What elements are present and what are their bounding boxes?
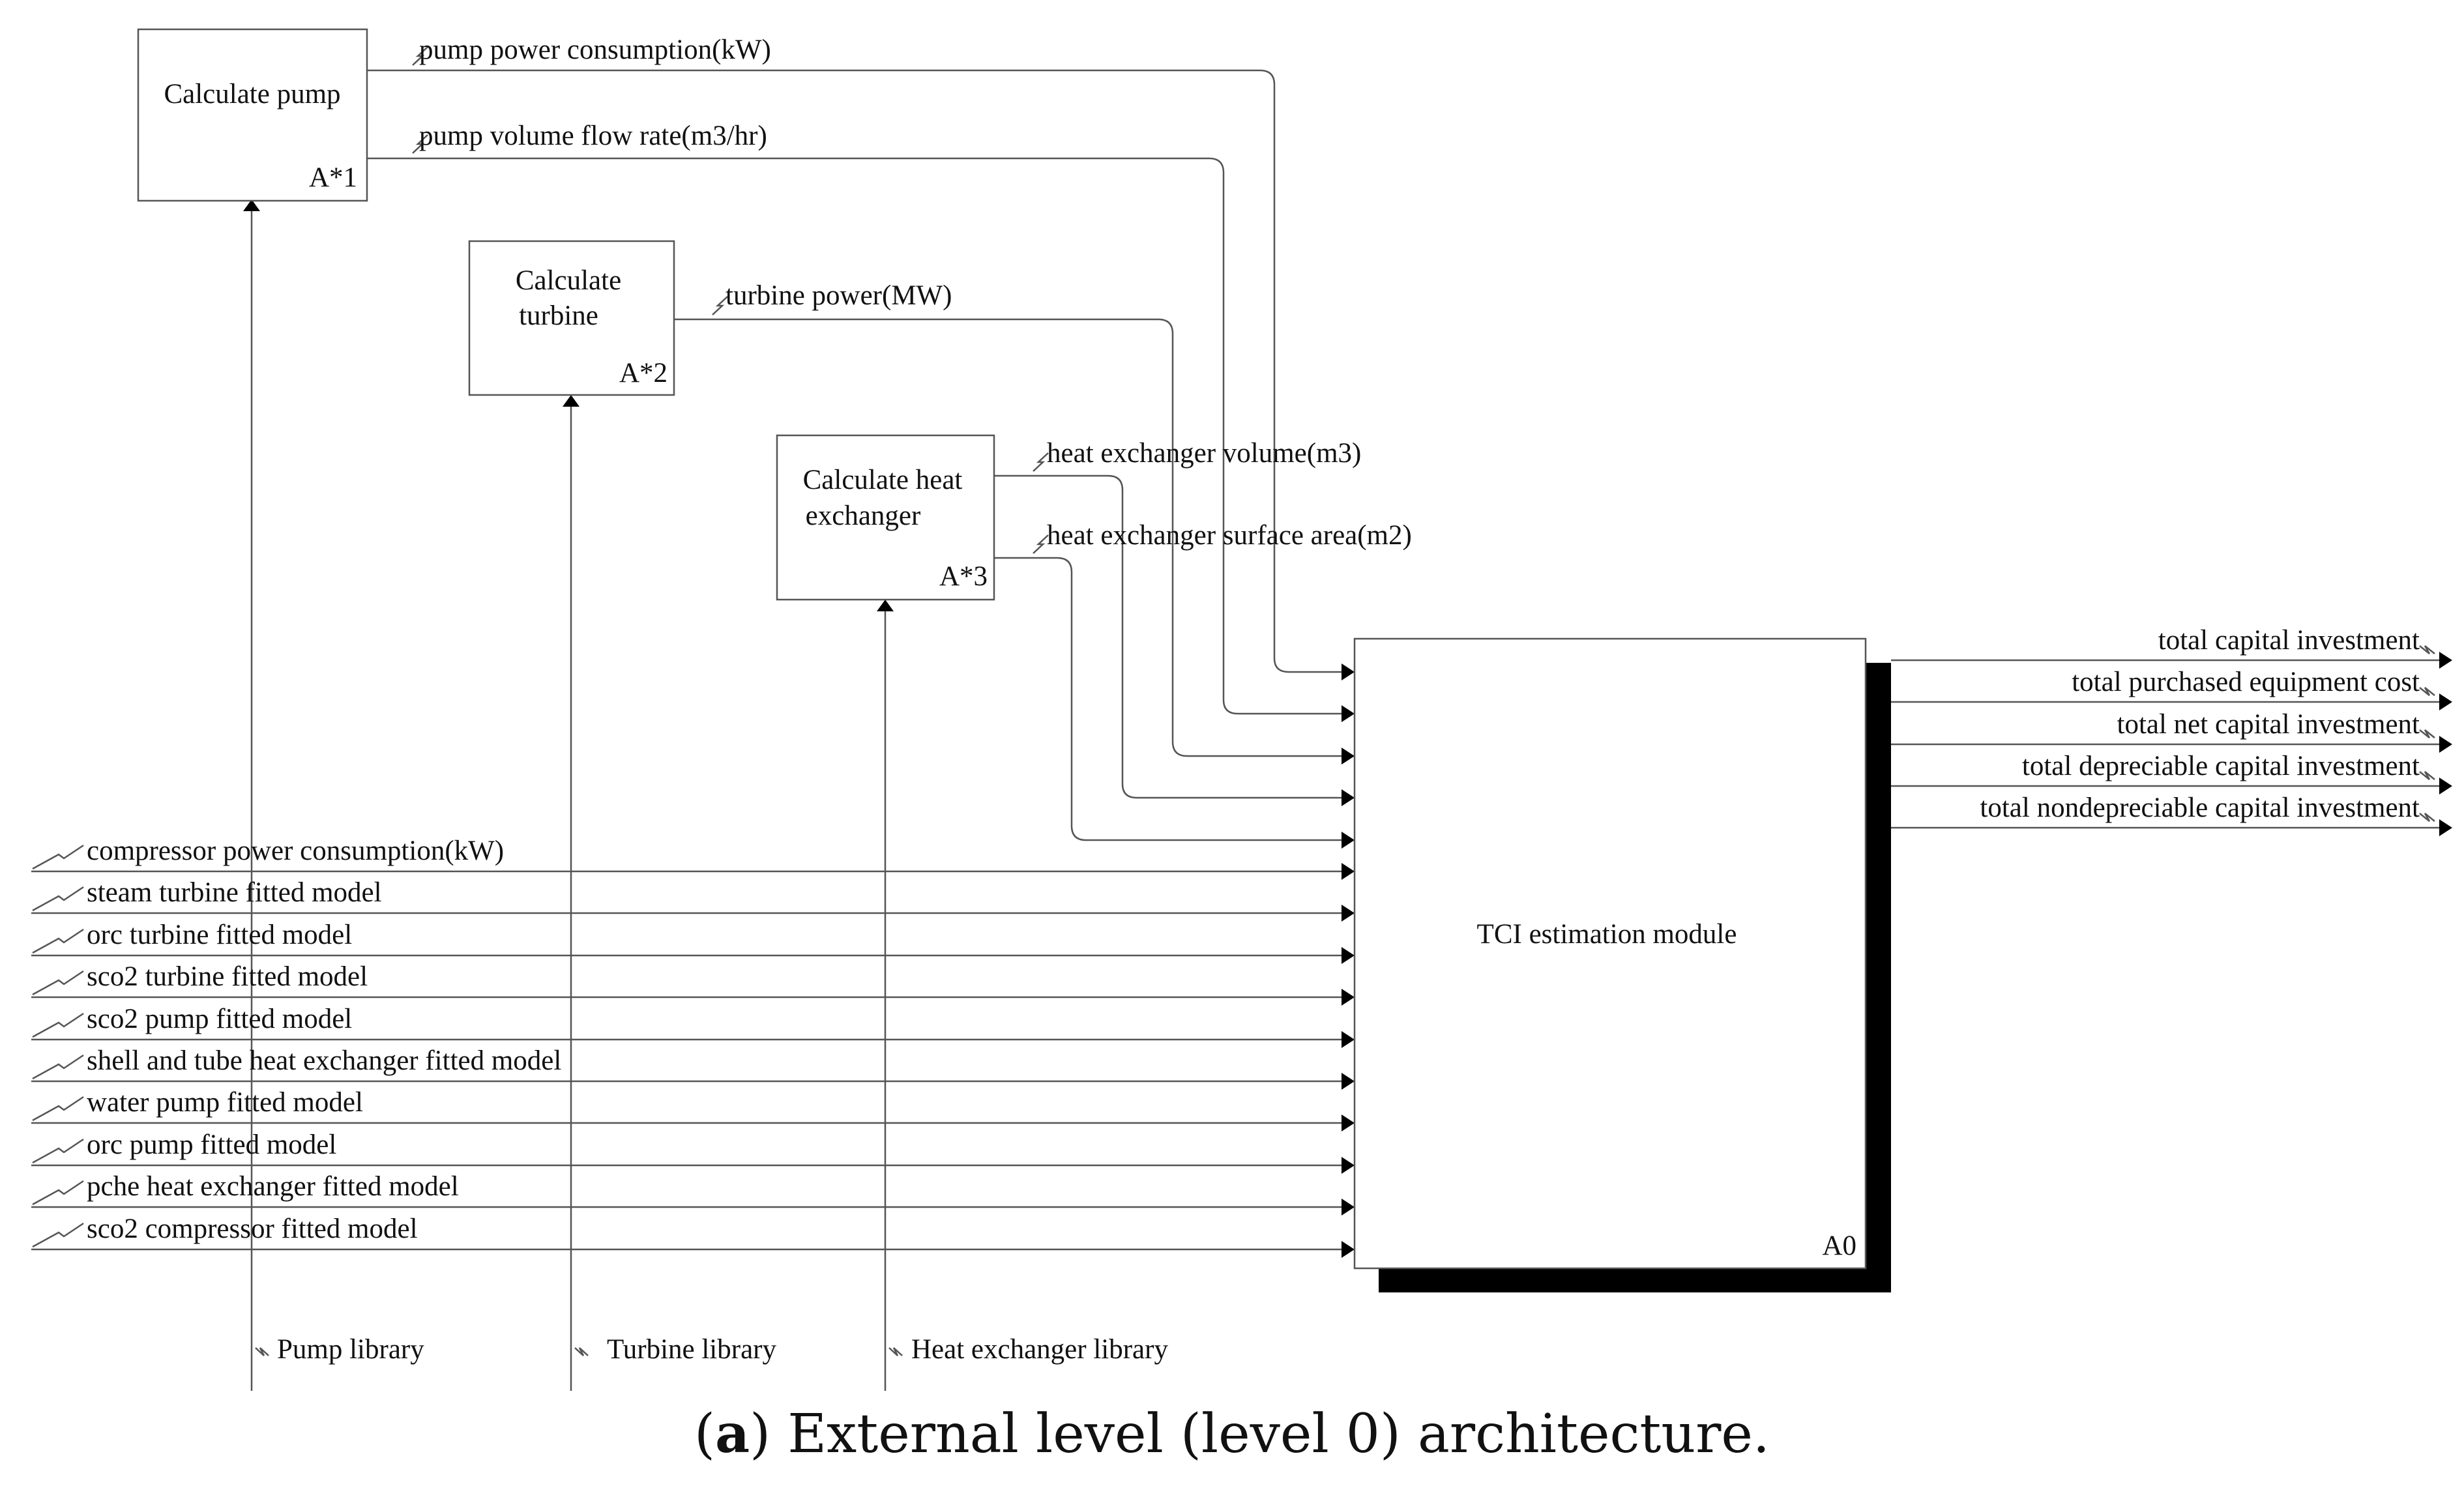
hx-box-id: A*3 (939, 561, 988, 592)
input-squiggle (32, 1012, 84, 1038)
main-box-shadow-bottom (1379, 1266, 1891, 1292)
output-squiggle (2419, 729, 2435, 738)
output-label: total net capital investment (2117, 709, 2420, 740)
pump-flow-label: pump volume flow rate(m3/hr) (419, 121, 767, 151)
calculate-hx-box: Calculate heat exchanger A*3 (776, 434, 995, 601)
turbine-box-label-line2: turbine (519, 300, 598, 331)
figure-caption: (a) External level (level 0) architectur… (694, 1403, 1770, 1465)
output-arrow (2439, 693, 2452, 710)
pump-power-label: pump power consumption(kW) (419, 35, 771, 65)
box-output-arrow (1342, 748, 1355, 765)
turbine-power-label: turbine power(MW) (726, 280, 952, 311)
input-label: orc turbine fitted model (87, 920, 352, 950)
input-label: sco2 compressor fitted model (87, 1214, 418, 1244)
input-arrow (1342, 905, 1355, 922)
hx-volume-label: heat exchanger volume(m3) (1047, 438, 1361, 469)
input-arrow (1342, 947, 1355, 964)
calculate-turbine-box: Calculate turbine A*2 (468, 240, 675, 396)
pump-flow-line (367, 157, 1346, 715)
caption-letter: a (715, 1403, 750, 1465)
output-label: total depreciable capital investment (2022, 751, 2420, 781)
hx-area-label: heat exchanger surface area(m2) (1047, 520, 1412, 551)
input-arrow (1342, 1241, 1355, 1258)
input-arrow (1342, 1157, 1355, 1174)
pump-power-line (367, 69, 1346, 673)
input-squiggle (32, 928, 84, 954)
hx-library-label: Heat exchanger library (911, 1334, 1168, 1365)
input-squiggle (32, 1180, 84, 1206)
output-arrow (2439, 819, 2452, 836)
pump-library-label: Pump library (277, 1334, 424, 1365)
hx-box-label-line1: Calculate heat (803, 465, 963, 495)
hx-area-line (994, 557, 1346, 841)
input-label: shell and tube heat exchanger fitted mod… (87, 1045, 561, 1076)
pump-box-label: Calculate pump (164, 79, 340, 109)
output-label: total purchased equipment cost (2072, 667, 2420, 697)
input-squiggle (32, 1138, 84, 1164)
input-arrow (1342, 1114, 1355, 1131)
input-label: sco2 pump fitted model (87, 1004, 352, 1034)
input-label: pche heat exchanger fitted model (87, 1171, 459, 1202)
turbine-mechanism-arrow (563, 395, 579, 407)
box-output-arrow (1342, 832, 1355, 849)
turbine-library-label: Turbine library (607, 1334, 776, 1365)
outputs-group: total capital investment total purchased … (1891, 625, 2452, 836)
input-label: steam turbine fitted model (87, 877, 382, 908)
tci-estimation-module-box: TCI estimation module A0 (1353, 637, 1891, 1292)
input-arrow (1342, 1199, 1355, 1216)
hx-volume-line (994, 474, 1346, 799)
input-squiggle (32, 844, 84, 870)
output-squiggle (2419, 771, 2435, 780)
output-label: total capital investment (2158, 625, 2420, 656)
input-arrow (1342, 989, 1355, 1006)
box-output-arrow (1342, 789, 1355, 806)
output-label: total nondepreciable capital investment (1980, 793, 2420, 823)
main-box-id: A0 (1822, 1231, 1856, 1261)
box-output-arrow (1342, 705, 1355, 722)
input-squiggle (32, 970, 84, 996)
caption-text: ) External level (level 0) architecture. (750, 1403, 1770, 1465)
output-arrow (2439, 778, 2452, 794)
input-arrow (1342, 1073, 1355, 1090)
turbine-box-label-line1: Calculate (516, 265, 621, 296)
input-squiggle (32, 1222, 84, 1248)
input-squiggle (32, 1096, 84, 1122)
hx-mechanism-arrow (877, 600, 894, 611)
main-box-shadow-right (1866, 663, 1891, 1292)
box-output-arrows (1342, 663, 1355, 849)
input-squiggle (32, 886, 84, 912)
hx-box-label-line2: exchanger (806, 501, 921, 531)
input-label: water pump fitted model (87, 1087, 363, 1118)
output-squiggle (2419, 813, 2435, 822)
main-box-label: TCI estimation module (1477, 919, 1737, 950)
calculate-pump-box: Calculate pump A*1 (137, 28, 368, 202)
inputs-group: compressor power consumption(kW) steam tu… (31, 836, 1355, 1258)
input-label: orc pump fitted model (87, 1129, 336, 1160)
input-label: sco2 turbine fitted model (87, 961, 368, 992)
output-squiggle (2419, 687, 2435, 696)
output-arrow (2439, 736, 2452, 753)
pump-mechanism-arrow (243, 199, 260, 211)
input-arrow (1342, 863, 1355, 880)
output-squiggle (2419, 645, 2435, 654)
turbine-box-id: A*2 (619, 358, 667, 388)
turbine-power-line (674, 318, 1346, 757)
input-squiggle (32, 1054, 84, 1080)
pump-box-id: A*1 (309, 162, 357, 193)
output-arrow (2439, 652, 2452, 669)
box-output-arrow (1342, 663, 1355, 680)
input-arrow (1342, 1031, 1355, 1048)
input-label: compressor power consumption(kW) (87, 836, 504, 866)
